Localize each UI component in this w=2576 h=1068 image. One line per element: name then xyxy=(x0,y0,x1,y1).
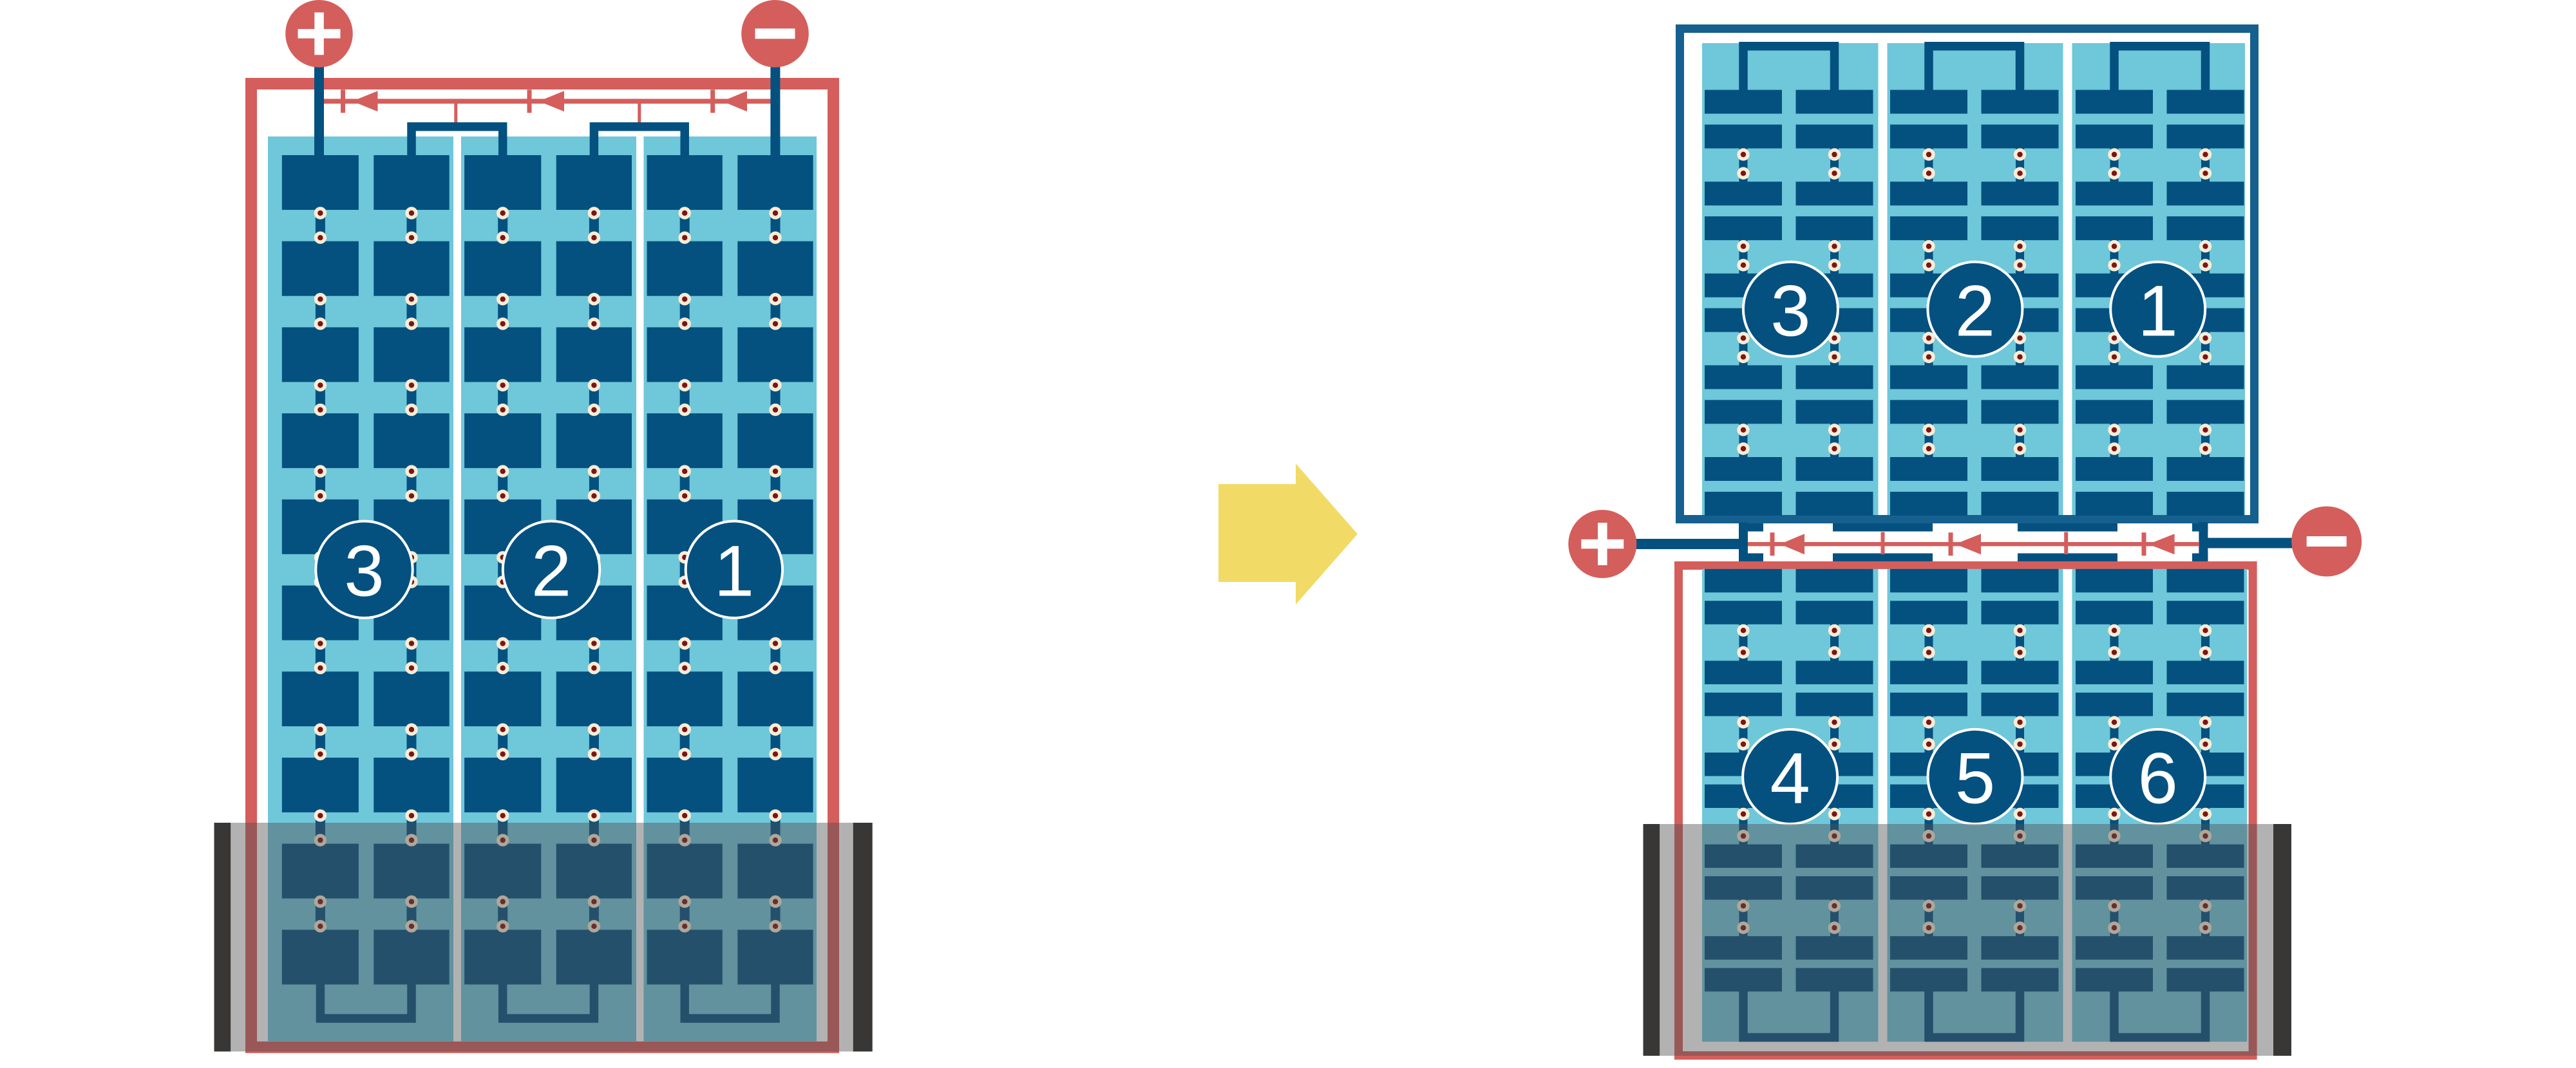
svg-text:1: 1 xyxy=(2138,270,2178,351)
svg-text:3: 3 xyxy=(1770,270,1810,351)
svg-text:1: 1 xyxy=(714,531,754,612)
svg-text:2: 2 xyxy=(1955,270,1995,351)
svg-text:3: 3 xyxy=(344,531,384,612)
svg-text:5: 5 xyxy=(1955,738,1995,818)
svg-text:2: 2 xyxy=(531,531,571,612)
svg-text:6: 6 xyxy=(2138,738,2178,818)
svg-text:4: 4 xyxy=(1770,738,1810,818)
